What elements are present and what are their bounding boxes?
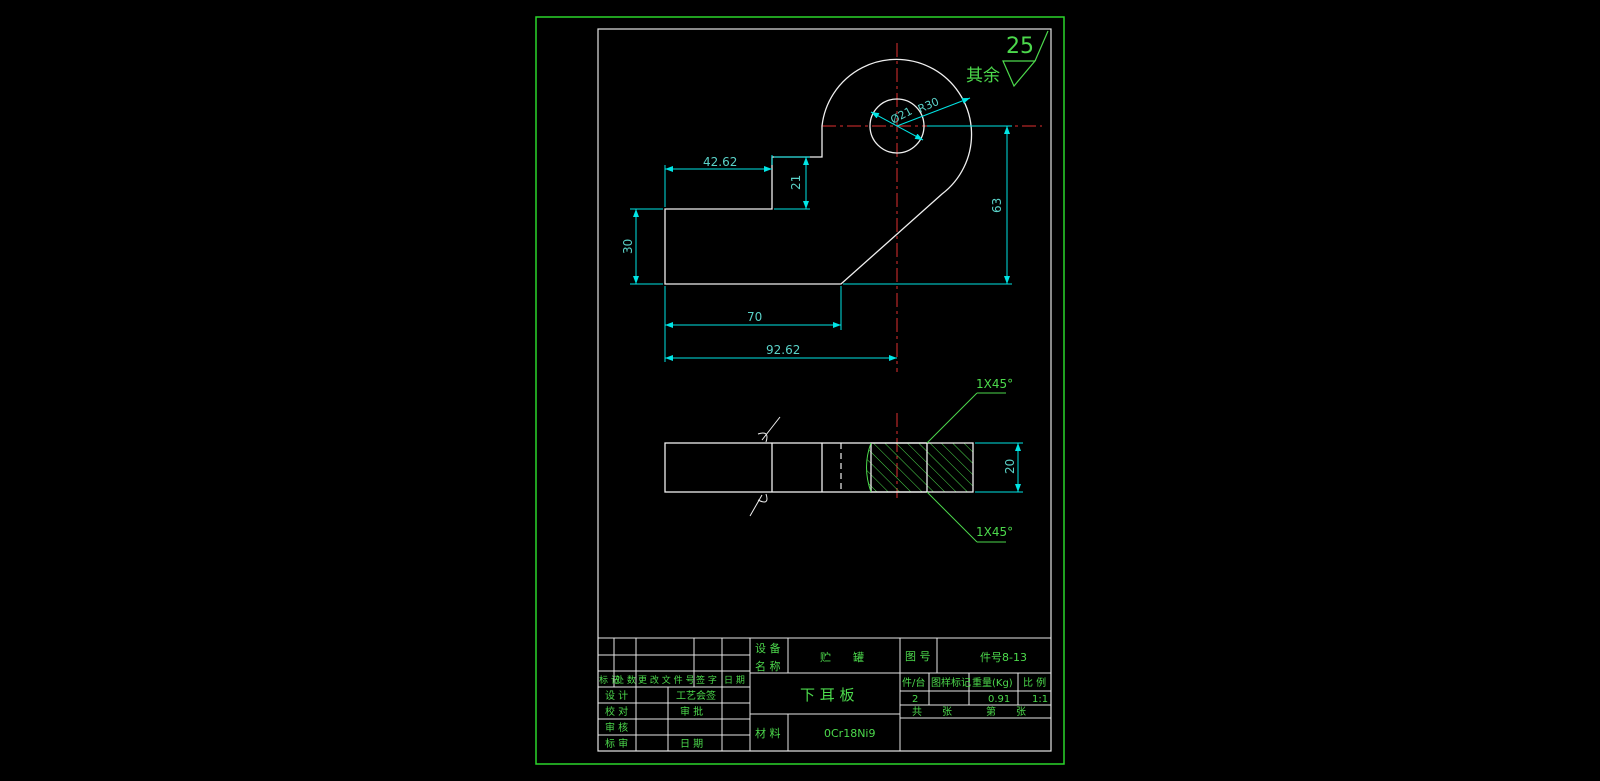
title-block-grid [597, 637, 1052, 752]
dim-42-62: 42.62 [703, 155, 737, 169]
equipment-label-2: 名 称 [755, 659, 781, 673]
chamfer-leaders [926, 392, 1006, 543]
reviewed-label: 审 核 [605, 721, 628, 734]
qty-value: 2 [912, 694, 918, 705]
material-label: 材 料 [755, 726, 781, 740]
surface-finish-value: 25 [1006, 34, 1034, 59]
weld-symbol [749, 416, 781, 517]
qty-header: 件/台 [902, 676, 925, 689]
rev-header-doc: 更 改 文 件 号 [638, 674, 694, 686]
material-value: 0Cr18Ni9 [824, 727, 875, 740]
dim-63: 63 [990, 198, 1004, 213]
dim-21: 21 [789, 175, 803, 190]
rev-header-mark: 标 记 [599, 674, 620, 686]
approved-label: 审 批 [680, 705, 703, 718]
designed-label: 设 计 [605, 689, 628, 702]
section-view [664, 442, 974, 493]
top-view-outline [664, 58, 973, 285]
surface-finish-rest-label: 其余 [966, 66, 1000, 86]
chamfer-top-label: 1X45° [976, 377, 1013, 391]
rev-header-date: 日 期 [724, 675, 745, 686]
center-lines [822, 43, 1042, 498]
dimension-lines [630, 97, 1023, 493]
date-label: 日 期 [680, 738, 703, 750]
sheet-total: 共 张 [912, 706, 952, 718]
standardized-label: 标 审 [605, 737, 628, 750]
bolt-hole [869, 98, 925, 154]
weight-value: 0.91 [988, 694, 1010, 705]
scale-value: 1:1 [1032, 694, 1048, 705]
process-sign-label: 工艺会签 [676, 689, 716, 702]
rev-header-count: 处 数 [615, 674, 636, 686]
outer-border [535, 16, 1065, 765]
scale-header: 比 例 [1023, 676, 1046, 689]
dim-20: 20 [1003, 459, 1017, 474]
title-block-text: 标 记 处 数 更 改 文 件 号 签 字 日 期 设 计 校 对 审 核 标 … [599, 641, 1048, 750]
drawing-no-label: 图 号 [905, 650, 931, 663]
weight-header: 重量(Kg) [972, 676, 1013, 689]
drawing-no: 件号8-13 [980, 651, 1027, 664]
dim-phi21: Ø21 [888, 105, 914, 127]
surface-finish-symbol [1002, 30, 1049, 88]
dim-70: 70 [747, 310, 762, 324]
rev-header-sign: 签 字 [696, 674, 717, 686]
equipment-label-1: 设 备 [755, 641, 781, 655]
part-name: 下 耳 板 [800, 686, 855, 704]
dim-30: 30 [621, 239, 635, 254]
dim-r30: R30 [916, 95, 941, 116]
checked-label: 校 对 [605, 705, 628, 718]
chamfer-bottom-label: 1X45° [976, 525, 1013, 539]
sheet-no: 第 张 [986, 705, 1026, 718]
std-header: 图样标记 [931, 676, 971, 689]
dim-92-62: 92.62 [766, 343, 800, 357]
equipment-name: 贮 罐 [820, 651, 864, 664]
